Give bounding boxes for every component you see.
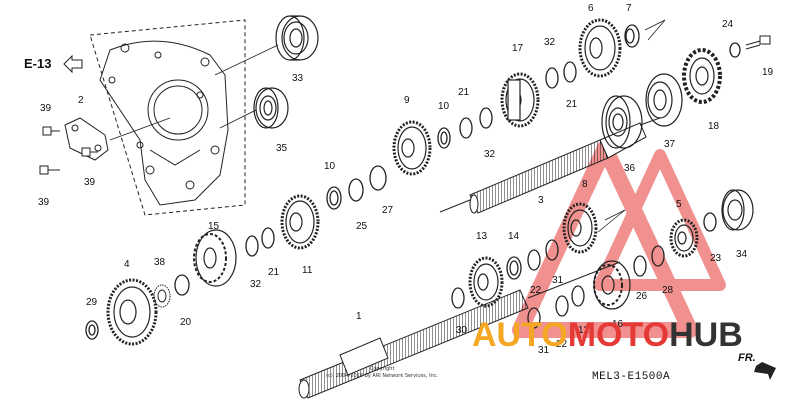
front-direction-arrow [754, 362, 776, 380]
part-number-label: 37 [664, 139, 676, 150]
gear-5 [669, 218, 699, 258]
part-number-label: 24 [722, 19, 734, 30]
part-number-label: 5 [676, 199, 682, 210]
part-number-label: 31 [552, 275, 564, 286]
bearing-33 [275, 15, 319, 61]
bolt-19 [745, 35, 771, 50]
part-number-label: 1 [356, 311, 362, 322]
ref-arrow [63, 54, 83, 74]
watermark-triangle [512, 140, 726, 338]
part-number-label: 6 [588, 3, 594, 14]
part-number-label: 8 [582, 179, 588, 190]
part-number-label: 19 [762, 67, 774, 78]
direction-label: FR. [738, 352, 756, 364]
part-number-label: 9 [404, 95, 410, 106]
reference-label: E-13 [24, 56, 52, 71]
part-number-label: 23 [710, 253, 722, 264]
part-number-label: 10 [438, 101, 450, 112]
part-number-label: 14 [508, 231, 520, 242]
bearing-38 [645, 73, 683, 127]
part-number-label: 11 [302, 265, 313, 276]
needle-bearing-37 [153, 284, 171, 308]
gear-9 [392, 120, 432, 176]
part-number-label: 16 [612, 319, 624, 330]
crankcase-cover [89, 19, 246, 216]
part-number-label: 38 [154, 257, 166, 268]
part-number-label: 33 [292, 73, 304, 84]
washers [85, 24, 741, 340]
part-number-label: 35 [276, 143, 288, 154]
stopper-plate [39, 117, 109, 175]
gear-4 [106, 278, 158, 346]
part-number-label: 25 [356, 221, 368, 232]
part-number-label: 3 [538, 195, 544, 206]
gear-13 [468, 256, 504, 308]
part-number-label: 29 [86, 297, 98, 308]
part-number-label: 20 [180, 317, 192, 328]
gear-11 [280, 194, 320, 250]
gear-17 [500, 72, 540, 128]
part-number-label: 10 [324, 161, 336, 172]
part-number-label: 22 [530, 285, 542, 296]
part-number-label: 34 [736, 249, 748, 260]
part-number-label: 17 [512, 43, 524, 54]
bearing-34 [721, 189, 754, 231]
bearing-35 [253, 87, 289, 129]
bearing-36 [601, 95, 643, 149]
gear-18 [682, 48, 722, 104]
part-number-label: 39 [40, 103, 52, 114]
gear-16 [593, 260, 631, 310]
part-number-label: 39 [84, 177, 96, 188]
part-number-label: 26 [636, 291, 648, 302]
part-number-label: 28 [662, 285, 674, 296]
watermark-text: AUTOMOTOHUB [472, 316, 743, 355]
drawing-code: MEL3-E1500A [592, 371, 671, 383]
part-number-label: 21 [458, 87, 470, 98]
part-number-label: 21 [566, 99, 578, 110]
part-number-label: 32 [250, 279, 262, 290]
gear-15 [193, 229, 237, 287]
copyright-line-2: (c), 2004-2014 by ARI Network Services, … [326, 373, 439, 379]
part-number-label: 2 [78, 95, 84, 106]
part-number-label: 30 [456, 325, 468, 336]
part-number-label: 31 [538, 345, 550, 356]
gear-8 [562, 202, 598, 254]
part-number-label: 18 [708, 121, 720, 132]
part-number-label: 13 [476, 231, 488, 242]
countershaft-3 [439, 117, 661, 214]
part-number-label: 36 [624, 163, 636, 174]
watermark-auto: AUTO [472, 316, 568, 354]
part-number-label: 32 [544, 37, 556, 48]
part-number-label: 32 [484, 149, 496, 160]
gear-6 [578, 18, 622, 78]
watermark-moto: MOTO [567, 316, 670, 354]
part-number-label: 7 [626, 3, 632, 14]
part-number-label: 21 [268, 267, 280, 278]
part-number-label: 15 [208, 221, 220, 232]
part-number-label: 12 [578, 325, 590, 336]
leader-lines [109, 19, 666, 233]
mainshaft-1 [298, 261, 621, 399]
part-number-label: 27 [382, 205, 394, 216]
part-number-label: 39 [38, 197, 50, 208]
copyright-line-1: Copyright [370, 366, 395, 372]
part-number-label: 22 [556, 339, 568, 350]
part-number-label: 4 [124, 259, 130, 270]
watermark-hub: HUB [669, 316, 743, 354]
